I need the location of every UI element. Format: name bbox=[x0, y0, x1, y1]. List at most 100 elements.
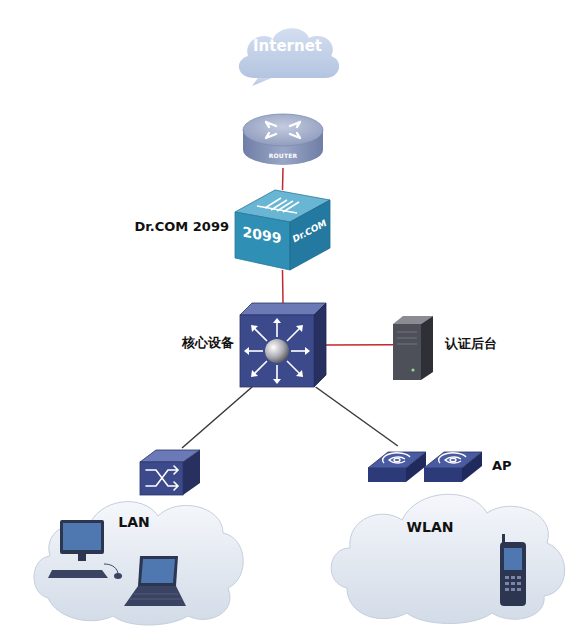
desktop-computer-icon bbox=[48, 520, 122, 579]
shape-part bbox=[130, 594, 181, 599]
shape-part bbox=[266, 122, 300, 138]
device-heading: 核心设备 bbox=[158, 336, 234, 350]
shape-part bbox=[505, 576, 521, 591]
shape-part bbox=[146, 466, 178, 486]
shape-part bbox=[276, 365, 278, 381]
shape-part bbox=[450, 458, 456, 461]
shape-part bbox=[183, 450, 200, 495]
shape-part bbox=[114, 573, 122, 579]
shape-part bbox=[266, 133, 276, 138]
shape-part bbox=[517, 588, 521, 591]
shape-part bbox=[104, 564, 118, 573]
shape-part bbox=[273, 379, 281, 384]
access-point-icon bbox=[366, 446, 484, 494]
shape-part bbox=[397, 332, 417, 344]
core-switch-icon bbox=[240, 303, 326, 387]
shape-part bbox=[253, 361, 267, 375]
shape-part bbox=[500, 542, 526, 606]
shape-part bbox=[247, 350, 263, 352]
shape-part bbox=[78, 554, 86, 561]
wlan-zone: WLAN bbox=[322, 478, 568, 623]
shape-part bbox=[63, 523, 101, 550]
internet-cloud: Internet bbox=[230, 22, 345, 87]
shape-part bbox=[511, 588, 515, 591]
shape-part bbox=[253, 327, 267, 341]
lan-zone: LAN bbox=[28, 448, 248, 626]
shape-part bbox=[424, 468, 462, 482]
shape-part bbox=[445, 457, 461, 461]
shape-part bbox=[287, 361, 301, 375]
zone-label: LAN bbox=[106, 515, 162, 530]
shape-part bbox=[421, 316, 433, 380]
shape-part bbox=[235, 212, 290, 270]
shape-part bbox=[290, 133, 300, 138]
shape-part bbox=[48, 570, 108, 578]
shape-part bbox=[273, 318, 281, 323]
shape-part bbox=[60, 520, 104, 554]
shape-part bbox=[394, 458, 400, 461]
shape-part bbox=[368, 468, 406, 482]
shape-part bbox=[397, 331, 417, 332]
wlan-cloud bbox=[322, 478, 568, 623]
shape-part bbox=[287, 327, 301, 341]
shape-part bbox=[146, 466, 178, 490]
shape-part bbox=[141, 559, 175, 583]
shape-part bbox=[130, 599, 181, 600]
shape-part bbox=[124, 586, 186, 606]
internet-cloud bbox=[230, 22, 345, 87]
network-link bbox=[182, 387, 252, 448]
shape-part bbox=[439, 453, 466, 463]
gateway-node: Dr.COM 20992099Dr.COM bbox=[235, 190, 330, 270]
shape-part bbox=[291, 350, 307, 352]
shape-part bbox=[244, 347, 249, 355]
network-link bbox=[326, 344, 393, 346]
shape-part bbox=[445, 459, 461, 463]
shape-part bbox=[146, 470, 178, 490]
shape-part bbox=[314, 303, 326, 387]
core-switch-node: 核心设备 bbox=[240, 303, 326, 387]
shape-part bbox=[331, 494, 564, 623]
network-link bbox=[282, 168, 284, 190]
shape-part bbox=[511, 576, 515, 579]
shape-part bbox=[276, 321, 278, 337]
network-link bbox=[282, 270, 284, 303]
device-heading: 认证后台 bbox=[445, 337, 525, 351]
shape-part bbox=[305, 347, 310, 355]
device-heading: AP bbox=[492, 459, 522, 473]
lan-cloud bbox=[28, 448, 248, 626]
server-icon bbox=[393, 316, 433, 380]
device-heading: Dr.COM 2099 bbox=[125, 220, 229, 234]
server-node: 认证后台 bbox=[393, 316, 433, 380]
device-label: ROUTER bbox=[240, 153, 326, 160]
switch-icon bbox=[140, 450, 200, 495]
shape-part bbox=[240, 315, 314, 387]
shape-part bbox=[411, 368, 414, 371]
network-link bbox=[316, 387, 398, 446]
shape-part bbox=[290, 122, 300, 127]
laptop-icon bbox=[124, 556, 186, 606]
shape-part bbox=[389, 457, 405, 461]
shape-part bbox=[505, 576, 509, 579]
shape-part bbox=[504, 548, 522, 570]
shape-part bbox=[251, 325, 258, 332]
access-point-node: AP bbox=[366, 446, 484, 494]
shape-part bbox=[505, 582, 509, 585]
shape-part bbox=[439, 453, 466, 463]
shape-part bbox=[383, 453, 410, 463]
shape-part bbox=[134, 594, 178, 595]
shape-part bbox=[265, 339, 289, 363]
shape-part bbox=[240, 303, 326, 315]
shape-part bbox=[244, 318, 310, 384]
shape-part bbox=[517, 576, 521, 579]
shape-part bbox=[140, 462, 183, 495]
shape-part bbox=[251, 370, 258, 377]
shape-part bbox=[511, 582, 515, 585]
shape-part bbox=[257, 206, 297, 213]
shape-part bbox=[266, 122, 276, 127]
mobile-phone-icon bbox=[500, 534, 526, 606]
router-node: ROUTER bbox=[240, 110, 326, 168]
shape-part bbox=[296, 370, 303, 377]
cloud-label: Internet bbox=[230, 38, 345, 55]
shape-part bbox=[389, 459, 405, 463]
